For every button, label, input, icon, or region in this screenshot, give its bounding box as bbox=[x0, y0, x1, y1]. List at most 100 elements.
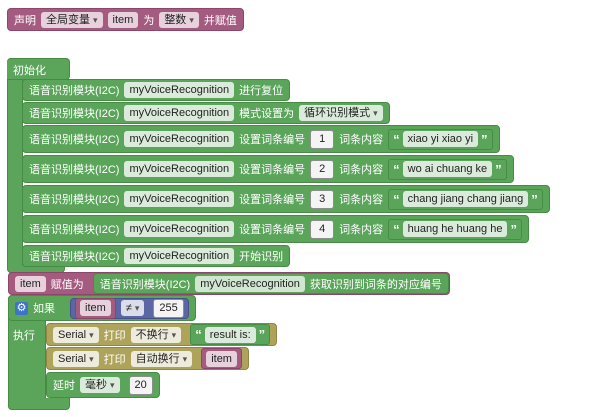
quote-open-icon: “ bbox=[195, 327, 202, 342]
entry-text-field[interactable]: wo ai chuang ke bbox=[402, 161, 493, 177]
entry-text-field[interactable]: xiao yi xiao yi bbox=[402, 131, 479, 147]
quote-close-icon: ” bbox=[258, 327, 266, 342]
device-field[interactable]: myVoiceRecognition bbox=[124, 191, 235, 207]
variable-name-field[interactable]: item bbox=[206, 350, 237, 367]
delay-block[interactable]: 延时 毫秒▾ 20 bbox=[46, 372, 160, 398]
device-field[interactable]: myVoiceRecognition bbox=[195, 275, 305, 292]
assign-variable-field[interactable]: item bbox=[15, 275, 46, 292]
if-label: 如果 bbox=[33, 303, 55, 315]
delay-label: 延时 bbox=[53, 380, 75, 392]
mode-value: 循环识别模式 bbox=[304, 107, 371, 119]
entry-text-field[interactable]: chang jiang chang jiang bbox=[402, 191, 529, 207]
device-field[interactable]: myVoiceRecognition bbox=[124, 105, 235, 121]
declare-variable-block[interactable]: 声明 全局变量▾ item 为 整数▾ 并赋值 bbox=[7, 8, 244, 31]
voice-set-entry-block[interactable]: 语音识别模块(I2C) myVoiceRecognition 设置词条编号 4 … bbox=[22, 215, 529, 243]
print-label: 打印 bbox=[103, 353, 126, 366]
voice-set-entry-block[interactable]: 语音识别模块(I2C) myVoiceRecognition 设置词条编号 2 … bbox=[22, 155, 514, 183]
chevron-down-icon: ▾ bbox=[373, 108, 378, 118]
reset-label: 进行复位 bbox=[239, 85, 284, 97]
quote-close-icon: ” bbox=[495, 161, 502, 177]
setup-block-spine[interactable] bbox=[7, 58, 23, 272]
serial-println-block[interactable]: Serial▾ 打印 自动换行▾ item bbox=[46, 347, 249, 370]
variable-get-block[interactable]: item bbox=[75, 297, 116, 319]
voice-get-result-block[interactable]: 语音识别模块(I2C) myVoiceRecognition 获取识别到词条的对… bbox=[92, 273, 449, 294]
entry-number-input[interactable]: 2 bbox=[310, 159, 335, 179]
entry-content-label: 词条内容 bbox=[339, 194, 384, 206]
voice-mode-block[interactable]: 语音识别模块(I2C) myVoiceRecognition 模式设置为 循环识… bbox=[22, 102, 390, 124]
set-entry-label: 设置词条编号 bbox=[239, 164, 306, 176]
chevron-down-icon: ▾ bbox=[182, 353, 188, 364]
type-value: 整数 bbox=[164, 13, 187, 26]
get-result-label: 获取识别到词条的对应编号 bbox=[309, 278, 442, 291]
scope-dropdown[interactable]: 全局变量▾ bbox=[41, 11, 103, 28]
entry-text-block[interactable]: “ huang he huang he ” bbox=[388, 218, 522, 240]
delay-value-input[interactable]: 20 bbox=[128, 375, 153, 395]
variable-get-block[interactable]: item bbox=[201, 348, 242, 369]
serial-port-dropdown[interactable]: Serial▾ bbox=[53, 326, 99, 343]
device-field[interactable]: myVoiceRecognition bbox=[124, 161, 235, 177]
entry-number-input[interactable]: 3 bbox=[310, 189, 335, 209]
set-entry-label: 设置词条编号 bbox=[239, 134, 306, 146]
quote-open-icon: “ bbox=[393, 161, 400, 177]
set-entry-label: 设置词条编号 bbox=[239, 224, 306, 236]
chevron-down-icon: ▾ bbox=[171, 329, 177, 340]
scope-value: 全局变量 bbox=[46, 13, 90, 26]
declare-assign-label: 并赋值 bbox=[203, 14, 237, 27]
assign-label: 赋值为 bbox=[50, 278, 84, 291]
operator-dropdown[interactable]: ≠▾ bbox=[120, 300, 145, 316]
entry-content-label: 词条内容 bbox=[339, 164, 384, 176]
entry-text-field[interactable]: huang he huang he bbox=[402, 221, 508, 237]
entry-number-input[interactable]: 1 bbox=[310, 129, 335, 149]
chevron-down-icon: ▾ bbox=[89, 329, 94, 340]
entry-number-input[interactable]: 4 bbox=[310, 219, 335, 239]
delay-unit-dropdown[interactable]: 毫秒▾ bbox=[80, 377, 120, 393]
start-label: 开始识别 bbox=[239, 251, 284, 263]
module-label: 语音识别模块(I2C) bbox=[99, 278, 191, 291]
variable-name-field[interactable]: item bbox=[107, 11, 139, 28]
device-field[interactable]: myVoiceRecognition bbox=[124, 221, 235, 237]
chevron-down-icon: ▾ bbox=[189, 14, 194, 25]
device-field[interactable]: myVoiceRecognition bbox=[124, 131, 235, 147]
module-label: 语音识别模块(I2C) bbox=[29, 194, 120, 206]
print-mode-dropdown[interactable]: 不换行▾ bbox=[130, 326, 182, 343]
operator-value: ≠ bbox=[125, 302, 132, 314]
voice-set-entry-block[interactable]: 语音识别模块(I2C) myVoiceRecognition 设置词条编号 1 … bbox=[22, 125, 500, 153]
compare-block[interactable]: item ≠▾ 255 bbox=[70, 297, 189, 319]
chevron-down-icon: ▾ bbox=[93, 14, 98, 25]
print-mode-dropdown[interactable]: 自动换行▾ bbox=[130, 350, 193, 367]
voice-start-block[interactable]: 语音识别模块(I2C) myVoiceRecognition 开始识别 bbox=[22, 245, 291, 267]
module-label: 语音识别模块(I2C) bbox=[29, 108, 120, 120]
if-block-header[interactable]: ⚙ 如果 item ≠▾ 255 bbox=[8, 295, 196, 321]
if-block-bottom[interactable] bbox=[8, 398, 70, 410]
print-text-block[interactable]: “ result is: ” bbox=[190, 324, 271, 345]
entry-text-block[interactable]: “ chang jiang chang jiang ” bbox=[388, 188, 543, 210]
device-field[interactable]: myVoiceRecognition bbox=[124, 248, 235, 264]
chevron-down-icon: ▾ bbox=[89, 353, 94, 364]
quote-close-icon: ” bbox=[531, 191, 538, 207]
chevron-down-icon: ▾ bbox=[110, 380, 115, 390]
entry-content-label: 词条内容 bbox=[339, 134, 384, 146]
variable-name-field[interactable]: item bbox=[80, 300, 111, 316]
print-label: 打印 bbox=[103, 329, 126, 342]
quote-open-icon: “ bbox=[393, 131, 400, 147]
quote-close-icon: ” bbox=[481, 131, 488, 147]
compare-number-input[interactable]: 255 bbox=[153, 298, 184, 318]
do-label: 执行 bbox=[13, 330, 35, 342]
module-label: 语音识别模块(I2C) bbox=[29, 85, 120, 97]
serial-port-dropdown[interactable]: Serial▾ bbox=[53, 350, 99, 367]
mode-label: 模式设置为 bbox=[239, 108, 295, 120]
serial-print-block[interactable]: Serial▾ 打印 不换行▾ “ result is: ” bbox=[46, 323, 278, 346]
entry-text-block[interactable]: “ wo ai chuang ke ” bbox=[388, 158, 507, 180]
gear-icon[interactable]: ⚙ bbox=[15, 301, 28, 315]
assign-variable-block[interactable]: item 赋值为 语音识别模块(I2C) myVoiceRecognition … bbox=[8, 272, 450, 295]
type-dropdown[interactable]: 整数▾ bbox=[159, 11, 199, 28]
device-field[interactable]: myVoiceRecognition bbox=[124, 82, 235, 98]
entry-content-label: 词条内容 bbox=[339, 224, 384, 236]
voice-reset-block[interactable]: 语音识别模块(I2C) myVoiceRecognition 进行复位 bbox=[22, 79, 291, 101]
entry-text-block[interactable]: “ xiao yi xiao yi ” bbox=[388, 128, 493, 150]
print-text-field[interactable]: result is: bbox=[204, 326, 256, 343]
set-entry-label: 设置词条编号 bbox=[239, 194, 306, 206]
module-label: 语音识别模块(I2C) bbox=[29, 224, 120, 236]
mode-dropdown[interactable]: 循环识别模式▾ bbox=[299, 105, 383, 121]
voice-set-entry-block[interactable]: 语音识别模块(I2C) myVoiceRecognition 设置词条编号 3 … bbox=[22, 185, 550, 213]
